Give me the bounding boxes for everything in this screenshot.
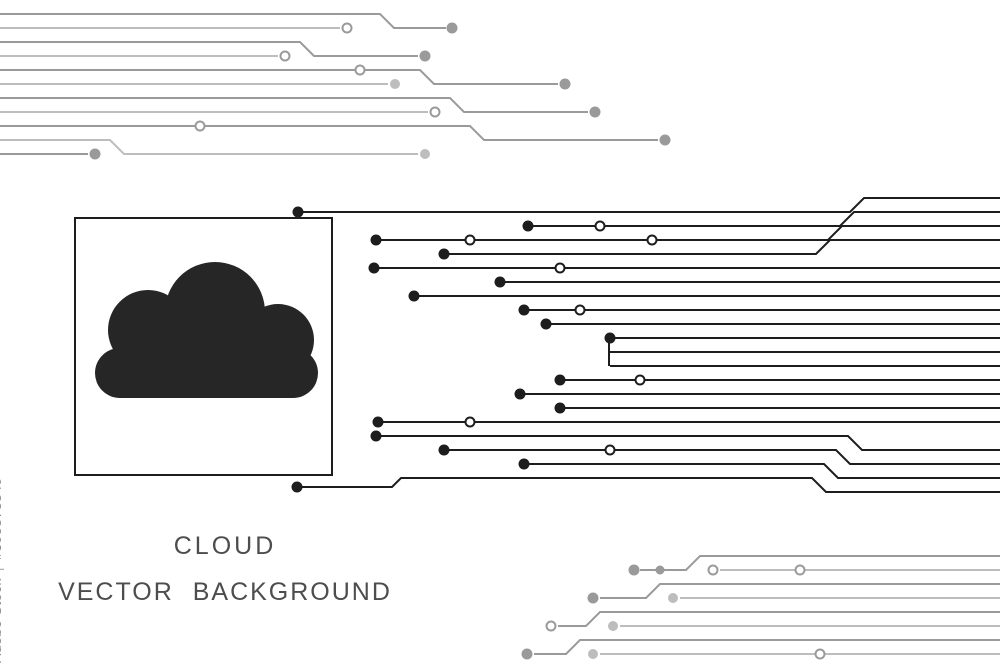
caption-line-vector-background: VECTOR BACKGROUND (58, 578, 392, 606)
trace-line (534, 639, 1000, 655)
cloud-frame (74, 217, 333, 476)
trace-node-ring (707, 564, 719, 576)
trace-node-dot (628, 564, 640, 576)
trace-line (524, 463, 1000, 479)
cloud-icon-puff (165, 262, 265, 362)
trace-node-dot (419, 50, 431, 62)
trace-node-dot (291, 481, 303, 493)
trace-node-dot (446, 22, 458, 34)
trace-line (0, 125, 658, 141)
trace-node-ring (554, 262, 566, 274)
trace-node-ring (814, 648, 826, 660)
trace-line (297, 477, 1000, 493)
trace-node-dot (438, 248, 450, 260)
caption-line-cloud: CLOUD (173, 532, 277, 560)
trace-line (528, 211, 1000, 227)
trace-node-dot (368, 262, 380, 274)
trace-node-dot (608, 621, 618, 631)
trace-line (444, 449, 1000, 465)
trace-node-dot (668, 593, 678, 603)
cloud-icon-puff (242, 304, 314, 376)
trace-node-dot (587, 592, 599, 604)
trace-node-ring (634, 374, 646, 386)
trace-line (600, 583, 1000, 599)
trace-line (376, 435, 1000, 451)
trace-line (0, 139, 418, 155)
trace-node-dot (514, 388, 526, 400)
trace-node-ring (464, 416, 476, 428)
trace-node-dot (372, 416, 384, 428)
trace-node-ring (794, 564, 806, 576)
trace-node-dot (370, 430, 382, 442)
center-traces (291, 197, 1000, 493)
trace-node-dot (89, 148, 101, 160)
trace-line (558, 611, 1000, 627)
watermark-asset-id: #395873349 (0, 477, 4, 560)
trace-node-dot (408, 290, 420, 302)
trace-line (298, 197, 1000, 213)
trace-node-ring (594, 220, 606, 232)
trace-node-ring (464, 234, 476, 246)
trace-node-ring (545, 620, 557, 632)
trace-line (376, 225, 1000, 241)
trace-node-ring (279, 50, 291, 62)
trace-line (0, 69, 558, 85)
trace-node-dot (438, 444, 450, 456)
trace-node-dot (659, 134, 671, 146)
trace-node-dot (292, 206, 304, 218)
watermark-brand: Adobe Stock (0, 578, 4, 663)
trace-node-ring (604, 444, 616, 456)
trace-node-dot (540, 318, 552, 330)
trace-node-dot (589, 106, 601, 118)
trace-node-dot (420, 149, 430, 159)
trace-line (0, 97, 588, 113)
caption: CLOUD VECTOR BACKGROUND (55, 532, 395, 607)
trace-node-ring (646, 234, 658, 246)
watermark-separator: | (0, 567, 4, 571)
trace-node-dot (390, 79, 400, 89)
trace-node-dot (554, 374, 566, 386)
trace-node-ring (429, 106, 441, 118)
watermark: Adobe Stock | #395873349 (0, 477, 4, 663)
trace-node-dot (588, 649, 598, 659)
trace-node-dot (554, 402, 566, 414)
trace-node-dot (518, 458, 530, 470)
trace-node-dot (370, 234, 382, 246)
top-left-traces (0, 13, 671, 160)
trace-line (640, 555, 1000, 571)
trace-node-dot (522, 220, 534, 232)
trace-node-ring (574, 304, 586, 316)
trace-line (0, 41, 418, 57)
trace-line (0, 13, 446, 29)
trace-node-ring (194, 120, 206, 132)
trace-node-dot (521, 648, 533, 660)
bottom-right-traces (521, 555, 1000, 660)
trace-node-dot (494, 276, 506, 288)
trace-node-dot (655, 565, 665, 575)
trace-node-dot (559, 78, 571, 90)
trace-line (444, 239, 1000, 255)
trace-node-dot (518, 304, 530, 316)
cloud-icon (95, 262, 318, 398)
trace-node-ring (341, 22, 353, 34)
trace-node-ring (354, 64, 366, 76)
